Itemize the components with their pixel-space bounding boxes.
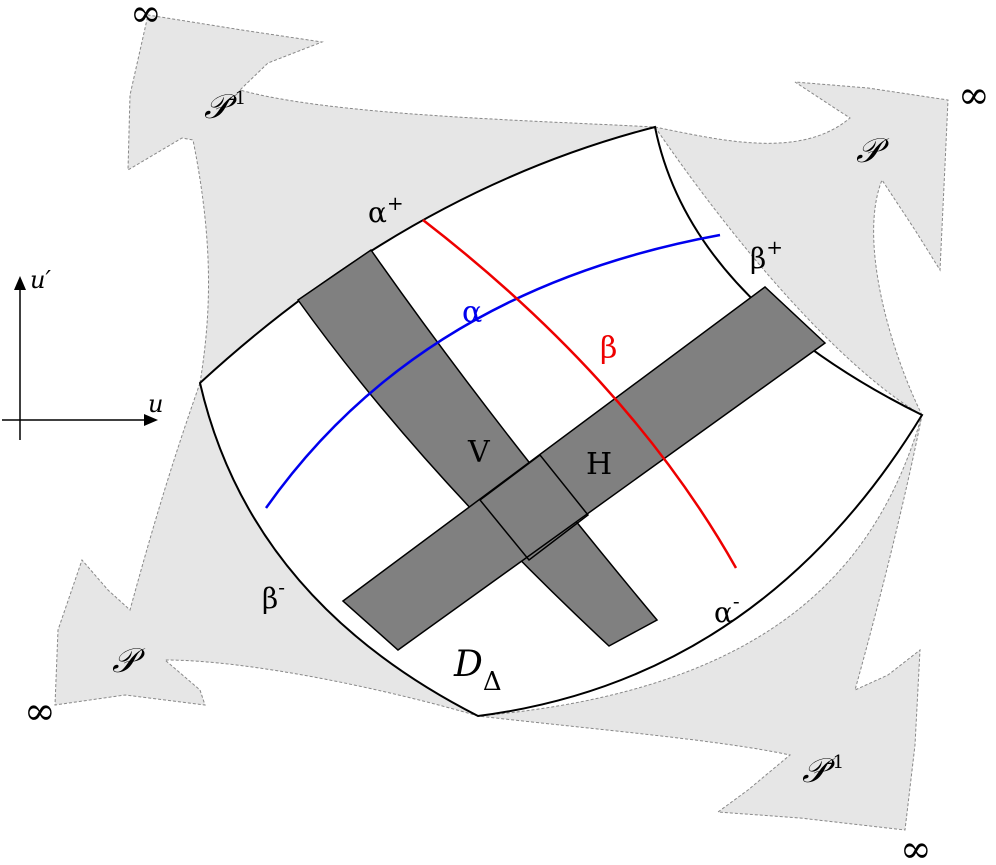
arrow-top-right [653,81,949,417]
arrow-top-left [127,14,657,384]
u-prime-axis-arrowhead [14,276,26,290]
alpha-minus-label: α- [714,589,740,629]
alpha-label: α [462,295,482,330]
strip-vertical [296,248,659,647]
strip-h-label: H [586,447,612,482]
infinity-bottom-right: ∞ [900,827,932,865]
infinity-top-left: ∞ [130,0,162,35]
region-d-delta-label: DΔ [453,644,502,697]
alpha-curve [264,233,721,509]
arrow-bottom-right [477,414,923,831]
beta-curve [422,219,738,569]
u-axis-arrowhead [144,414,158,426]
coordinate-axes: u u′ [2,266,163,440]
alpha-plus-label: α+ [368,191,404,229]
infinity-bottom-left: ∞ [24,689,56,733]
strip-horizontal [341,286,827,651]
u-axis-label: u [148,390,163,418]
beta-minus-label: β- [262,575,285,615]
infinity-top-right: ∞ [958,73,990,117]
u-prime-axis-label: u′ [30,266,51,294]
beta-plus-label: β+ [750,235,783,275]
strip-intersection [478,453,590,562]
beta-label: β [600,331,617,366]
strip-v-label: V [467,435,491,470]
